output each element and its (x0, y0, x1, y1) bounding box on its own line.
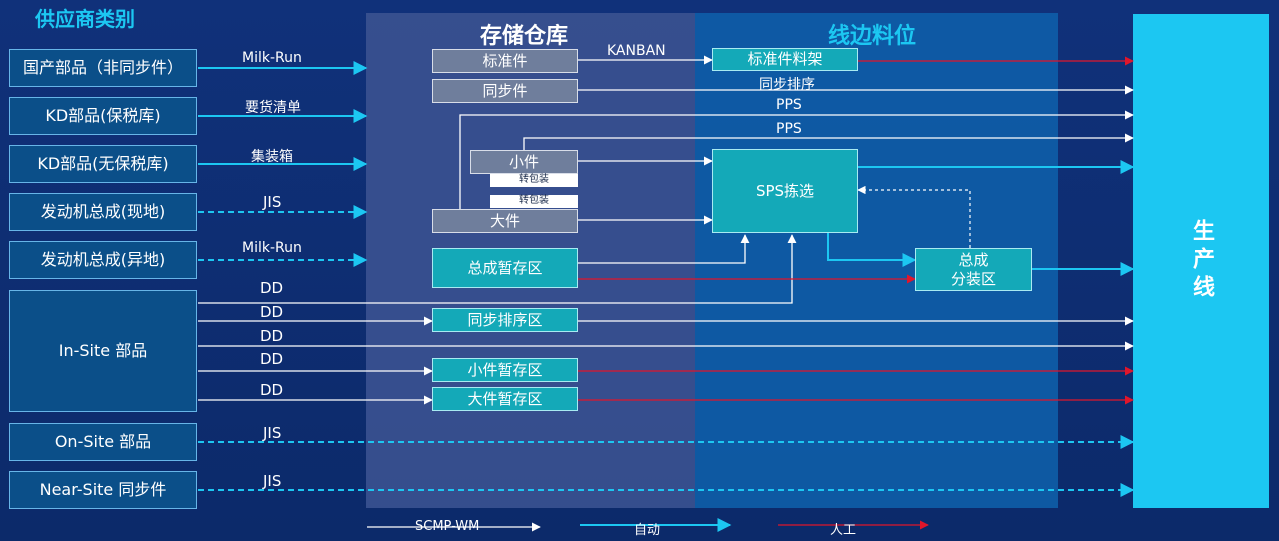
box-standard-parts[interactable]: 标准件 (432, 49, 578, 73)
box-repack-1: 转包装 (490, 174, 578, 187)
label-milkrun-1: Milk-Run (242, 50, 302, 66)
label-dd-2: DD (260, 303, 284, 321)
box-large-buffer[interactable]: 大件暂存区 (432, 387, 578, 411)
label-milkrun-2: Milk-Run (242, 240, 302, 256)
supplier-kd-nonbonded[interactable]: KD部品(无保税库) (9, 145, 197, 183)
production-line-label: 生产线 (1189, 219, 1214, 303)
supplier-kd-bonded[interactable]: KD部品(保税库) (9, 97, 197, 135)
box-small-buffer[interactable]: 小件暂存区 (432, 358, 578, 382)
box-assembly-buffer[interactable]: 总成暂存区 (432, 248, 578, 288)
label-jis-3: JIS (263, 472, 282, 490)
box-sps-picking[interactable]: SPS拣选 (712, 149, 858, 233)
box-standard-rack[interactable]: 标准件料架 (712, 48, 858, 71)
label-jis-1: JIS (263, 193, 282, 211)
legend-auto: 自动 (634, 523, 661, 538)
box-sync-sequence[interactable]: 同步排序区 (432, 308, 578, 332)
supplier-in-site[interactable]: In-Site 部品 (9, 290, 197, 412)
supplier-engine-remote[interactable]: 发动机总成(异地) (9, 241, 197, 279)
box-repack-2: 转包装 (490, 195, 578, 208)
subassembly-line-1: 总成 (958, 250, 989, 269)
flow-pps-2 (523, 133, 1134, 150)
label-dd-1: DD (260, 279, 284, 297)
storage-title: 存储仓库 (480, 24, 569, 49)
subassembly-line-2: 分装区 (950, 269, 996, 288)
label-pps-2: PPS (776, 121, 802, 137)
legend-wm: SCMP-WM (415, 519, 480, 534)
label-sync-sort: 同步排序 (759, 77, 815, 93)
flow-dd-1 (198, 234, 797, 304)
label-kanban: KANBAN (607, 43, 666, 59)
label-dd-3: DD (260, 327, 284, 345)
supplier-on-site[interactable]: On-Site 部品 (9, 423, 197, 461)
box-large-parts[interactable]: 大件 (432, 209, 578, 233)
flow-pps-1 (459, 110, 1134, 209)
label-container: 集装箱 (251, 149, 293, 165)
flow-buffer-to-sps (578, 234, 750, 264)
flow-subassy-feedback (857, 185, 971, 248)
supplier-engine-local[interactable]: 发动机总成(现地) (9, 193, 197, 231)
label-jis-2: JIS (263, 424, 282, 442)
lineside-title: 线边料位 (828, 24, 917, 49)
box-sync-parts[interactable]: 同步件 (432, 79, 578, 103)
label-pps-1: PPS (776, 97, 802, 113)
legend-manual: 人工 (830, 523, 857, 538)
flow-sps-to-subassy (827, 232, 917, 267)
box-small-parts[interactable]: 小件 (470, 150, 578, 174)
supplier-title: 供应商类别 (35, 7, 135, 31)
label-dd-4: DD (260, 350, 284, 368)
supplier-near-site[interactable]: Near-Site 同步件 (9, 471, 197, 509)
supplier-domestic[interactable]: 国产部品（非同步件） (9, 49, 197, 87)
label-dd-5: DD (260, 381, 284, 399)
production-line: 生产线 (1133, 14, 1269, 508)
label-order-list: 要货清单 (245, 100, 301, 116)
box-subassembly[interactable]: 总成 分装区 (915, 248, 1032, 291)
